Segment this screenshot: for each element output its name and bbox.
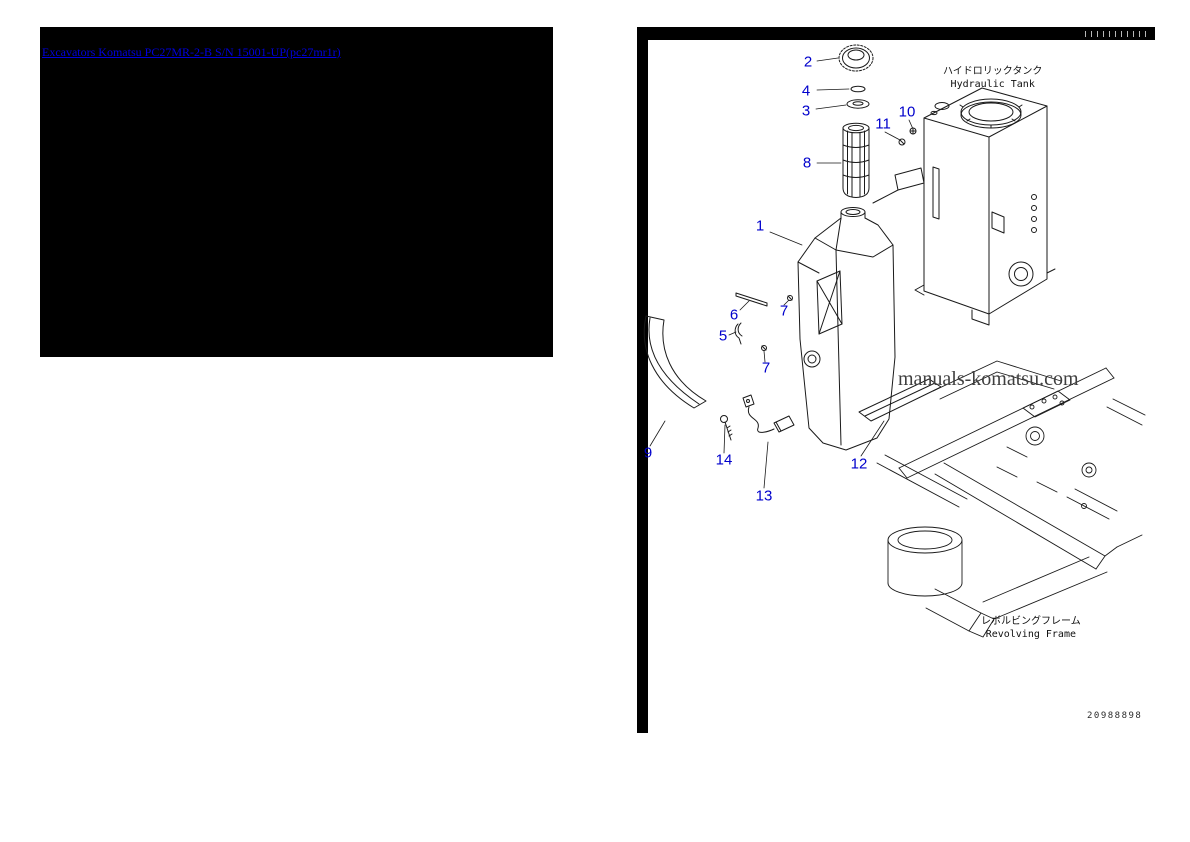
parts-diagram-drawing: [643, 44, 1146, 638]
top-bar-marks: [1085, 31, 1147, 37]
diagram-left-bar: [637, 27, 648, 733]
revolving-frame-label-en: Revolving Frame: [985, 628, 1076, 640]
filler-cap-drawing: [838, 44, 874, 109]
left-black-panel: Excavators Komatsu PC27MR-2-B S/N 15001-…: [40, 27, 553, 357]
revolving-frame-drawing: [876, 360, 1146, 638]
sensor-13-drawing: [742, 394, 795, 433]
watermark-text: manuals-komatsu.com: [898, 368, 1079, 390]
hydraulic-tank-label-jp: ハイドロリックタンク: [943, 66, 1043, 77]
parts-diagram-panel: manuals-komatsu.com ハイドロリックタンク Hydraulic…: [637, 27, 1155, 733]
diagram-top-bar: [637, 27, 1155, 40]
drawing-number: 20988898: [1087, 711, 1143, 721]
strap-drawing: [643, 315, 707, 409]
small-fittings-drawing: [734, 292, 793, 351]
reservoir-tank-drawing: [797, 207, 896, 451]
hydraulic-tank-label-en: Hydraulic Tank: [950, 78, 1035, 90]
revolving-frame-label-jp: レボルビングフレーム: [981, 616, 1081, 627]
hydraulic-tank-drawing: [914, 87, 1056, 326]
revolving-frame-label: レボルビングフレーム Revolving Frame: [981, 616, 1081, 641]
bolt-14-drawing: [720, 415, 733, 441]
breadcrumb-link[interactable]: Excavators Komatsu PC27MR-2-B S/N 15001-…: [42, 45, 341, 59]
hydraulic-tank-label: ハイドロリックタンク Hydraulic Tank: [943, 66, 1042, 91]
strainer-drawing: [842, 122, 870, 198]
leader-lines: [649, 57, 914, 489]
